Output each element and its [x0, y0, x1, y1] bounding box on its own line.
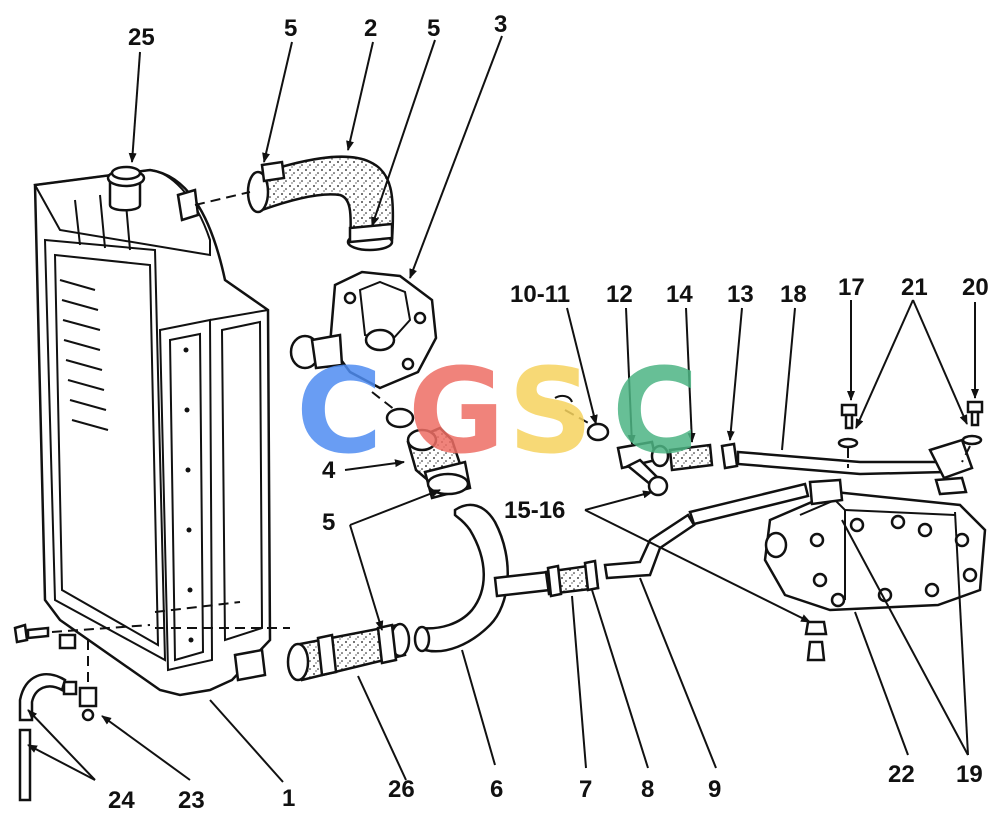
watermark-letter-1: C	[296, 342, 383, 480]
watermark-letter-2: G	[408, 342, 505, 480]
bolt-radiator-mount	[13, 623, 50, 644]
callout-14: 14	[666, 281, 693, 308]
callout-18: 18	[780, 281, 807, 308]
bolt-left	[840, 403, 858, 430]
callout-5-lower: 5	[322, 509, 335, 536]
callout-24: 24	[108, 787, 135, 814]
banjo-bolt-and-washer	[554, 394, 610, 442]
callout-13: 13	[727, 281, 754, 308]
lower-hose-alignment-line	[154, 601, 290, 629]
lower-radiator-hose	[286, 622, 411, 682]
callout-3: 3	[494, 11, 507, 38]
water-outlet-elbow	[406, 426, 472, 500]
bypass-hose	[413, 503, 509, 653]
drain-tube	[18, 673, 67, 802]
callout-6: 6	[490, 776, 503, 803]
drain-cock	[62, 680, 98, 722]
callout-22: 22	[888, 761, 915, 788]
callout-23: 23	[178, 787, 205, 814]
callout-8: 8	[641, 776, 654, 803]
callout-19: 19	[956, 761, 983, 788]
drain-plug	[804, 620, 828, 662]
callout-7: 7	[579, 776, 592, 803]
callout-labels: 25 5 2 5 3 10-11 12 14 13 18 17 21 20 4 …	[108, 11, 989, 814]
callout-4: 4	[322, 457, 336, 484]
callout-21: 21	[901, 274, 928, 301]
radiator	[33, 165, 272, 697]
hose-clamp-upper-right	[348, 222, 394, 244]
thermostat-seal	[385, 407, 415, 429]
drain-alignment-line	[51, 624, 151, 682]
leader-lines	[27, 35, 979, 783]
watermark-letter-4: C	[612, 342, 699, 480]
callout-25: 25	[128, 24, 155, 51]
thermostat-alignment-line	[371, 391, 396, 411]
short-hose	[650, 443, 714, 472]
thermostat-housing	[289, 270, 438, 390]
upper-hose-alignment-line	[194, 191, 251, 206]
callout-1: 1	[282, 785, 295, 812]
callout-5-upper-right: 5	[427, 15, 440, 42]
callout-12: 12	[606, 281, 633, 308]
callout-10-11: 10-11	[510, 281, 570, 308]
bolt-alignment-line	[847, 445, 971, 468]
watermark: C G S C	[296, 342, 699, 480]
oil-cooler	[763, 478, 987, 612]
callout-26: 26	[388, 776, 415, 803]
union-fitting	[616, 440, 669, 497]
bolt-right	[966, 400, 984, 427]
callout-15-16: 15-16	[504, 497, 565, 524]
callout-9: 9	[708, 776, 721, 803]
hose-clamp-small	[720, 442, 739, 470]
oil-cooler-pipe	[736, 438, 974, 496]
upper-oil-cooler-hose	[688, 482, 810, 526]
callout-5-upper-left: 5	[284, 15, 297, 42]
callout-2: 2	[364, 15, 377, 42]
washer-left	[837, 437, 859, 449]
metal-pipe	[603, 513, 696, 580]
callout-20: 20	[962, 274, 989, 301]
small-hose-with-clamps	[544, 559, 600, 598]
callout-17: 17	[838, 274, 865, 301]
washer-right	[961, 434, 983, 446]
watermark-letter-3: S	[508, 342, 593, 480]
hose-clamp-upper-left	[260, 160, 286, 183]
